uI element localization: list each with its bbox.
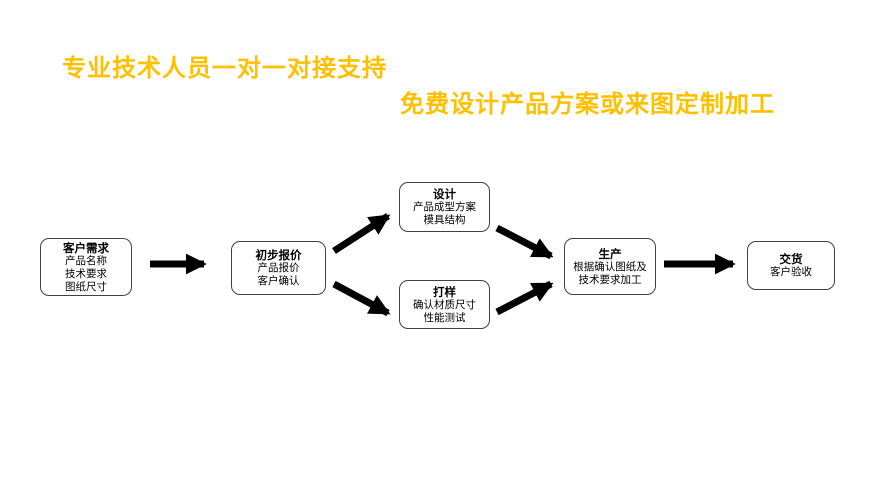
arrow-design-to-production xyxy=(495,224,554,260)
flow-node-customer-needs: 客户需求 产品名称 技术要求 图纸尺寸 xyxy=(40,238,132,296)
headline-support: 专业技术人员一对一对接支持 xyxy=(62,54,387,82)
node-title: 生产 xyxy=(598,246,622,261)
node-title: 设计 xyxy=(433,187,456,201)
arrow-sampling-to-production xyxy=(495,280,554,316)
flow-node-sampling: 打样 确认材质尺寸 性能测试 xyxy=(399,280,490,329)
headline-free-design: 免费设计产品方案或来图定制加工 xyxy=(400,90,775,118)
node-detail: 客户验收 xyxy=(770,266,812,278)
node-detail: 技术要求 xyxy=(65,267,107,280)
flow-node-initial-quote: 初步报价 产品报价 客户确认 xyxy=(231,241,326,295)
arrow-quote-to-sampling xyxy=(332,280,391,317)
flow-node-production: 生产 根据确认图纸及 技术要求加工 xyxy=(564,238,656,295)
node-title: 初步报价 xyxy=(255,248,302,262)
node-detail: 技术要求加工 xyxy=(578,273,642,286)
node-title: 打样 xyxy=(433,284,456,299)
node-detail: 客户确认 xyxy=(257,275,300,287)
node-detail: 确认材质尺寸 xyxy=(413,298,476,311)
node-title: 客户需求 xyxy=(63,240,109,255)
node-title: 交货 xyxy=(779,252,803,266)
flow-node-delivery: 交货 客户验收 xyxy=(747,241,835,290)
node-detail: 产品成型方案 xyxy=(413,201,476,213)
node-detail: 产品名称 xyxy=(65,254,107,267)
flow-node-design: 设计 产品成型方案 模具结构 xyxy=(399,182,490,232)
node-detail: 模具结构 xyxy=(423,214,466,226)
node-detail: 产品报价 xyxy=(257,262,300,274)
node-detail: 图纸尺寸 xyxy=(65,280,107,293)
node-detail: 根据确认图纸及 xyxy=(573,260,647,273)
arrow-quote-to-design xyxy=(332,213,391,254)
node-detail: 性能测试 xyxy=(423,311,466,324)
